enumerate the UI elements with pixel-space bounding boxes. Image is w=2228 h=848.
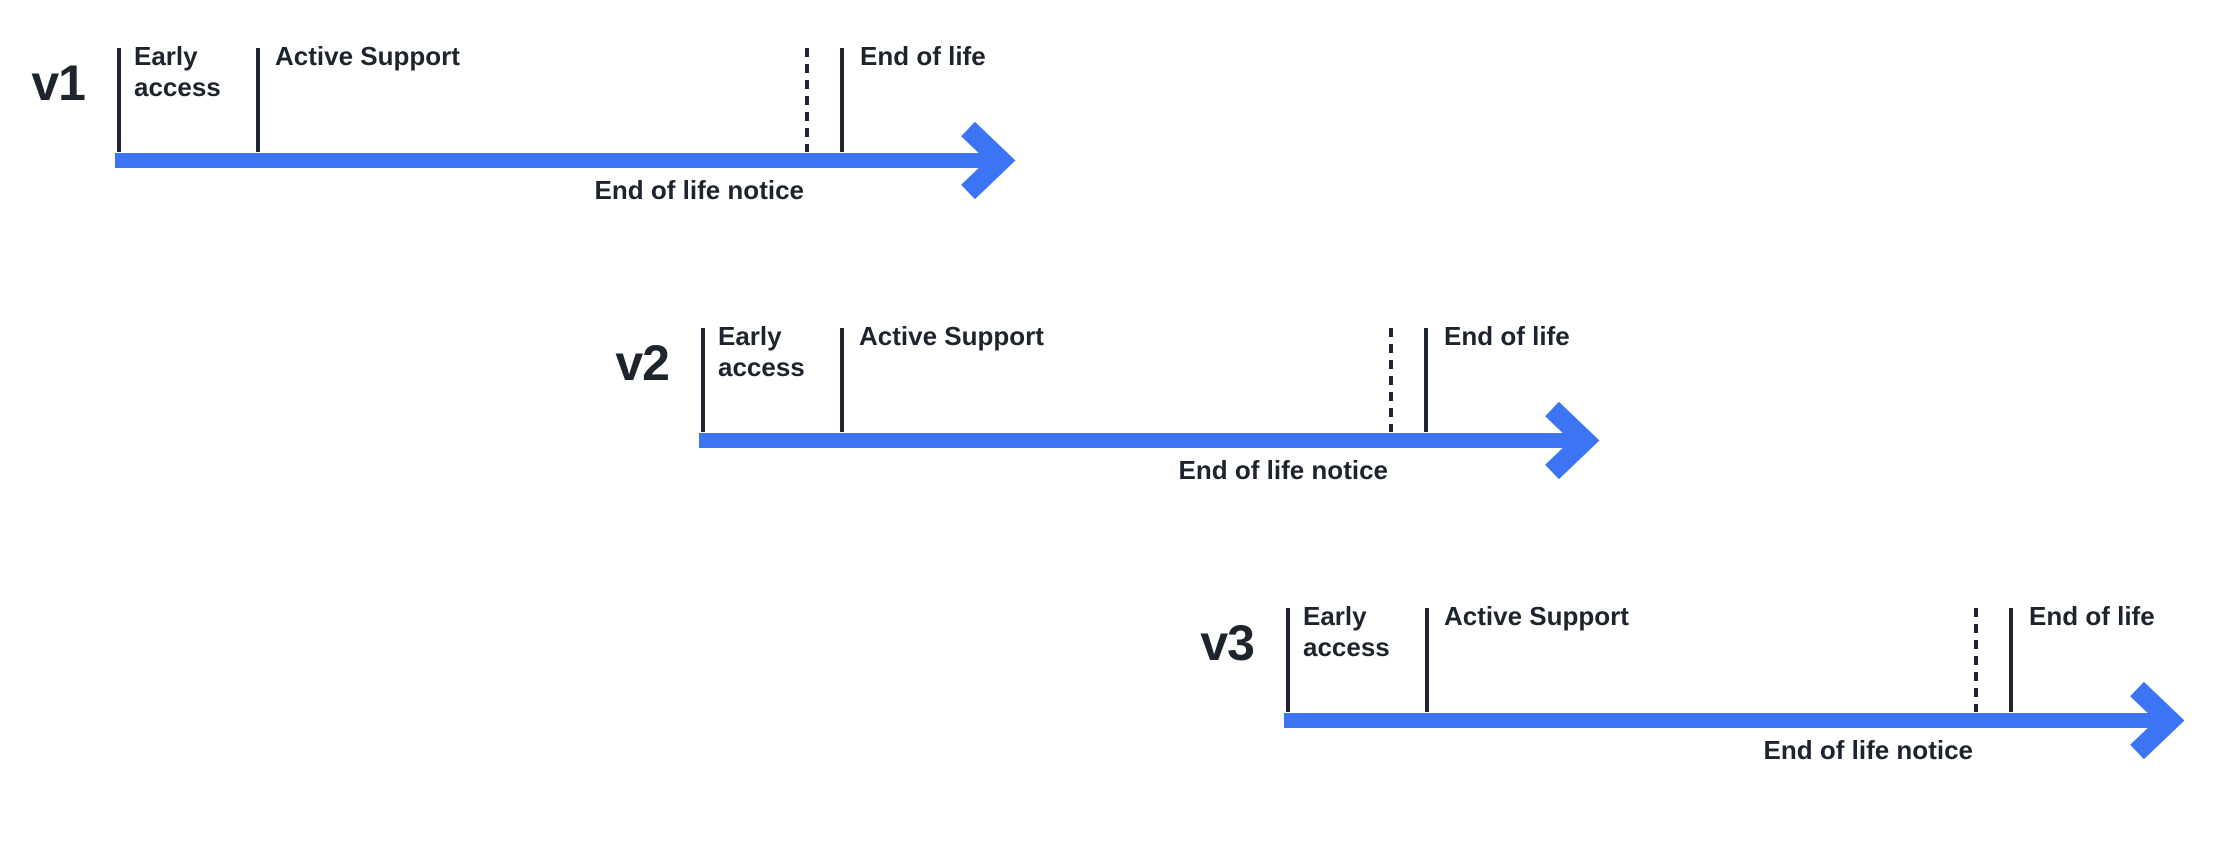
timeline-arrow-shaft [699,433,1580,448]
end-of-life-tick [2009,608,2013,712]
eol-notice-label: End of life notice [594,175,804,205]
timeline-arrow-head [2130,681,2185,760]
eol-notice-dashed-line [1389,328,1393,432]
end-of-life-label: End of life [1444,321,1570,351]
end-of-life-tick [1424,328,1428,432]
active-support-label: Active Support [859,321,1044,351]
end-of-life-tick [840,48,844,152]
early-access-start-tick [1286,608,1290,712]
release-lifecycle-diagram: { "colors": { "arrow_blue": "#3C75F4", "… [31,41,2185,765]
timeline-arrow-shaft [115,153,996,168]
eol-notice-label: End of life notice [1763,735,1973,765]
early-access-start-tick [701,328,705,432]
active-support-start-tick [256,48,260,152]
timeline-arrow-shaft [1284,713,2165,728]
eol-notice-label: End of life notice [1178,455,1388,485]
end-of-life-label: End of life [860,41,986,71]
timeline-arrow [1284,681,2185,760]
active-support-start-tick [1425,608,1429,712]
early-access-label: Early access [1303,601,1390,662]
timeline-arrow [115,121,1016,200]
timeline-v1: v1 Early access Active Support End of li… [31,41,1237,288]
timeline-arrow-head [961,121,1016,200]
timeline-arrow-head [1545,401,1600,480]
version-label: v2 [615,335,670,391]
end-of-life-label: End of life [2029,601,2155,631]
early-access-label: Early access [134,41,221,102]
timeline-arrow [699,401,1600,480]
version-label: v1 [31,55,86,111]
early-access-start-tick [117,48,121,152]
version-label: v3 [1200,615,1255,671]
eol-notice-dashed-line [805,48,809,152]
active-support-label: Active Support [275,41,460,71]
active-support-label: Active Support [1444,601,1629,631]
active-support-start-tick [840,328,844,432]
timeline-v2: v2 Early access Active Support End of li… [615,321,1821,568]
timeline-v3: v3 Early access Active Support End of li… [1200,601,2228,848]
eol-notice-dashed-line [1974,608,1978,712]
early-access-label: Early access [718,321,805,382]
